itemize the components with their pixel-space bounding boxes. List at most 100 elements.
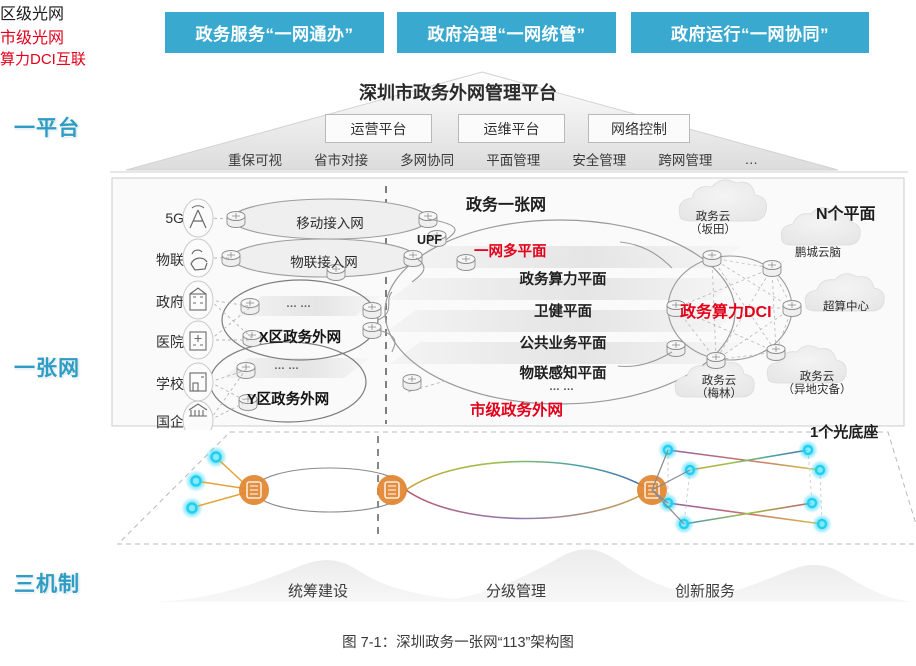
optical-base-label: 1个光底座 xyxy=(810,424,879,441)
router-icon xyxy=(702,250,722,267)
router-icon xyxy=(240,298,260,315)
figure-caption: 图 7-1：深圳政务一张网“113”架构图 xyxy=(342,635,574,651)
header-pill-government-service[interactable]: 政务服务“一网通办” xyxy=(165,12,384,53)
source-label-school: 学校 xyxy=(156,376,184,392)
plane-label-health: 卫健平面 xyxy=(534,304,592,320)
hospital-icon xyxy=(189,331,207,351)
router-icon xyxy=(402,374,422,391)
router-icon xyxy=(221,250,241,267)
network-title: 政务一张网 xyxy=(466,197,547,214)
zone-x-label: X区政务外网 xyxy=(258,330,342,346)
header-pill-government-operation[interactable]: 政府运行“一网协同” xyxy=(631,12,869,53)
router-icon xyxy=(666,300,686,317)
plane-bands xyxy=(222,246,742,378)
source-label-5g: 5G xyxy=(165,210,184,226)
zone-y-label: Y区政务外网 xyxy=(246,392,330,408)
source-links xyxy=(207,217,449,421)
router-icon xyxy=(762,260,782,277)
router-icon xyxy=(418,211,438,228)
cloud-shapes xyxy=(674,179,885,398)
city-government-network-label: 市级政务外网 xyxy=(470,402,564,419)
government-building-icon xyxy=(189,287,207,311)
platform-box-network-control[interactable]: 网络控制 xyxy=(588,114,690,143)
mechanism-label-coordinated-construction: 统筹建设 xyxy=(287,583,348,600)
platform-feature: 跨网管理 xyxy=(658,153,713,168)
iot-access-label: 物联接入网 xyxy=(290,255,358,270)
school-icon xyxy=(189,372,207,392)
dci-interconnect-label: 算力DCI互联 xyxy=(0,51,86,68)
side-label-one-network: 一张网 xyxy=(14,357,80,380)
router-icon xyxy=(362,322,382,339)
multi-plane-label: 一网多平面 xyxy=(474,244,547,260)
source-label-iot: 物联 xyxy=(156,252,184,268)
source-label-government: 政府 xyxy=(156,294,184,310)
cloud-line1: 超算中心 xyxy=(823,301,869,313)
router-icon xyxy=(403,250,423,267)
cloud-label-pengcheng-brain: 鹏城云脑 xyxy=(775,247,861,260)
cloud-line2: （异地灾备） xyxy=(782,384,852,396)
platform-box-operations[interactable]: 运营平台 xyxy=(325,114,432,143)
plane-dots: …… xyxy=(549,381,577,393)
platform-feature: 重保可视 xyxy=(228,153,282,168)
mobile-access-label: 移动接入网 xyxy=(296,216,364,231)
platform-box-maintenance[interactable]: 运维平台 xyxy=(458,114,565,143)
zone-y-dots: …… xyxy=(274,360,302,372)
platform-feature: 多网协同 xyxy=(400,153,455,168)
router-icon xyxy=(782,300,802,317)
side-label-one-platform: 一平台 xyxy=(14,117,80,140)
cloud-line2: （梅林） xyxy=(696,388,742,400)
mechanism-label-innovative-service: 创新服务 xyxy=(674,583,735,600)
router-icon xyxy=(666,340,686,357)
soe-bank-icon xyxy=(188,403,208,417)
district-optical-label: 区级光网 xyxy=(0,6,65,23)
city-optical-lens xyxy=(405,460,651,520)
city-network-ellipse xyxy=(384,219,736,405)
header-pill-government-governance[interactable]: 政府治理“一网统管” xyxy=(397,12,616,53)
platform-title: 深圳市政务外网管理平台 xyxy=(359,83,557,103)
dci-interconnect-mesh xyxy=(658,440,832,534)
platform-feature-ellipsis: … xyxy=(744,151,758,167)
router-icon xyxy=(362,302,382,319)
platform-feature: 安全管理 xyxy=(572,153,627,168)
cloud-line1: 政务云 xyxy=(695,211,731,223)
cloud-line2: （坂田） xyxy=(690,224,736,236)
platform-feature: 省市对接 xyxy=(314,153,369,168)
platform-feature: 平面管理 xyxy=(486,153,541,168)
city-optical-label: 市级光网 xyxy=(0,30,65,47)
source-label-soe: 国企 xyxy=(156,414,184,430)
platform-feature-list: 重保可视 省市对接 多网协同 平面管理 安全管理 跨网管理 … xyxy=(228,149,758,169)
plane-label-public-business: 公共业务平面 xyxy=(519,336,607,352)
router-icon xyxy=(226,211,246,228)
router-icon xyxy=(766,344,786,361)
zone-x-dots: …… xyxy=(286,298,314,310)
router-icon xyxy=(706,352,726,369)
mechanism-label-tiered-management: 分级管理 xyxy=(485,583,546,600)
n-planes-label: N个平面 xyxy=(816,206,876,223)
cloud-label-supercomputing-center: 超算中心 xyxy=(803,301,889,314)
plane-label-iot-sensing: 物联感知平面 xyxy=(519,366,607,382)
router-nodes xyxy=(221,211,802,411)
router-icon xyxy=(427,230,447,247)
cloud-label-gov-cloud-dr: 政务云 （异地灾备） xyxy=(770,371,864,397)
tower-icon xyxy=(189,205,207,229)
optical-access-nodes xyxy=(181,446,249,519)
optical-switch-nodes xyxy=(239,449,691,525)
cloud-line1: 政务云 xyxy=(799,371,835,383)
cloud-label-gov-cloud-bantian: 政务云 （坂田） xyxy=(670,211,756,237)
cloud-line1: 政务云 xyxy=(701,375,737,387)
router-icon xyxy=(326,264,346,281)
side-label-three-mechanisms: 三机制 xyxy=(14,573,80,596)
upf-label: UPF xyxy=(417,233,442,247)
router-icon xyxy=(456,254,476,271)
plane-label-computing: 政务算力平面 xyxy=(519,272,607,288)
router-icon xyxy=(242,330,262,347)
government-computing-dci-label: 政务算力DCI xyxy=(680,304,772,321)
mechanism-mountains xyxy=(150,549,912,602)
source-icons xyxy=(182,198,214,430)
backbone-curves xyxy=(377,218,673,368)
iot-hand-icon xyxy=(190,249,208,271)
cloud-line1: 鹏城云脑 xyxy=(795,247,841,259)
source-label-hospital: 医院 xyxy=(156,334,184,350)
